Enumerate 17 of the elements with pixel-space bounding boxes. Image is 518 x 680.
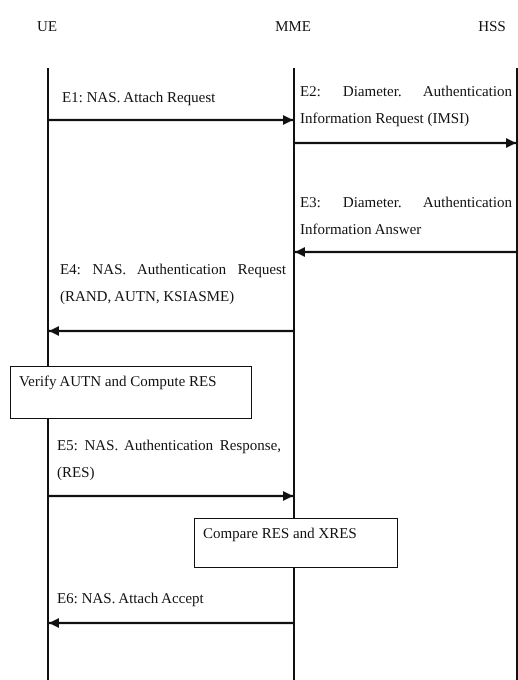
- edge-label: E5: NAS. Authentication Response, (RES): [57, 437, 281, 483]
- message-arrow: [295, 138, 516, 148]
- process-box: Verify AUTN and Compute RES: [10, 366, 252, 419]
- message-arrow: [49, 618, 293, 628]
- edge-label: E4: NAS. Authentication Request (RAND, AUTN, KSIASME): [60, 261, 286, 307]
- participant-label: UE: [36, 18, 58, 36]
- message-arrow: [49, 491, 293, 501]
- message-arrow: [295, 247, 516, 257]
- message-arrow: [49, 115, 293, 125]
- edge-label: E3: Diameter. Authentication Information Answer: [300, 194, 512, 240]
- message-arrow: [49, 326, 293, 336]
- edge-label: E6: NAS. Attach Accept: [57, 590, 205, 609]
- participant-label: MME: [274, 18, 312, 36]
- edge-label: E2: Diameter. Authentication Information Request (IMSI): [300, 83, 512, 129]
- process-box: Compare RES and XRES: [194, 518, 398, 568]
- edge-label: E1: NAS. Attach Request: [62, 89, 216, 108]
- participant-label: HSS: [477, 18, 507, 36]
